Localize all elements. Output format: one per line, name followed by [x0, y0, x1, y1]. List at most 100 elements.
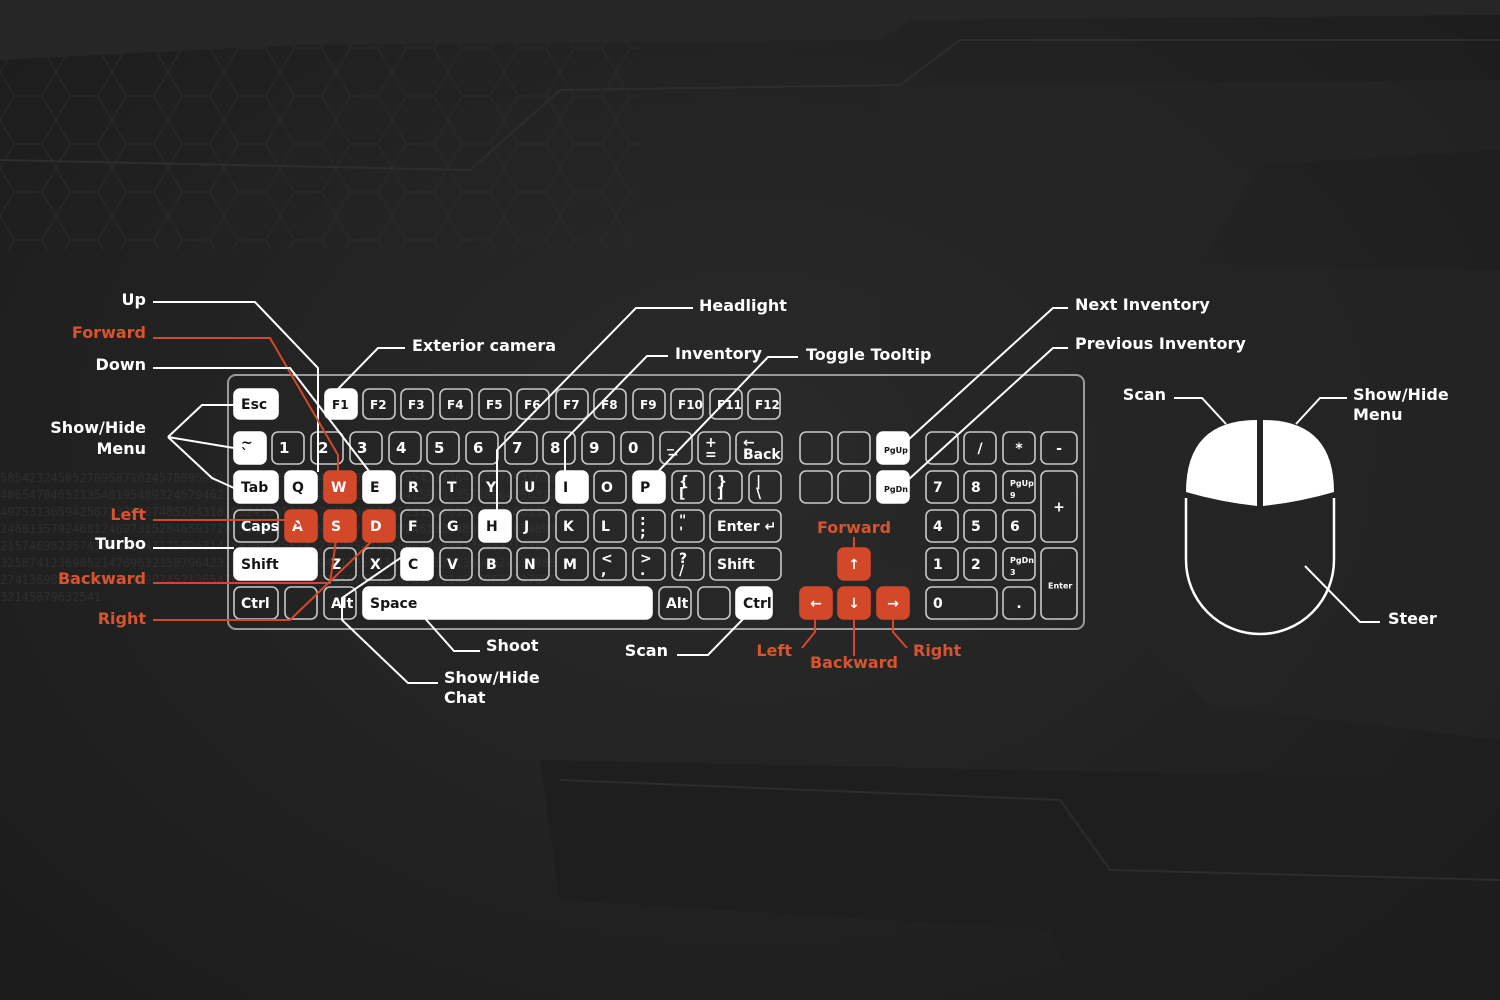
key-f6-label: F6 [524, 398, 541, 412]
key-digit-4[interactable]: 4 [389, 432, 421, 464]
key-win-left[interactable] [285, 587, 317, 619]
key-v[interactable]: V [440, 548, 472, 580]
key-ctrl-right[interactable]: Ctrl [736, 587, 772, 619]
label-up: Up [122, 290, 146, 309]
key-num-0-label: 0 [933, 596, 943, 612]
key-num-enter[interactable]: Enter [1041, 548, 1077, 619]
key-pgdn[interactable]: PgDn [877, 471, 909, 503]
key-u[interactable]: U [517, 471, 549, 503]
key-z[interactable]: Z [324, 548, 356, 580]
key-d[interactable]: D [363, 510, 395, 542]
key-tilde[interactable]: ~` [234, 432, 266, 464]
key-end[interactable] [838, 471, 870, 503]
key-j[interactable]: J [517, 510, 549, 542]
key-arrow-right[interactable]: → [877, 587, 909, 619]
key-semicolon[interactable]: :; [633, 510, 665, 542]
key-t[interactable]: T [440, 471, 472, 503]
key-home[interactable] [838, 432, 870, 464]
key-s[interactable]: S [324, 510, 356, 542]
key-f12[interactable]: F12 [748, 389, 780, 419]
key-n[interactable]: N [517, 548, 549, 580]
key-period[interactable]: >. [633, 548, 665, 580]
key-arrow-left[interactable]: ← [800, 587, 832, 619]
key-f1[interactable]: F1 [325, 389, 357, 419]
key-comma[interactable]: <, [594, 548, 626, 580]
key-num-plus[interactable]: + [1041, 471, 1077, 542]
key-num-5[interactable]: 5 [964, 510, 996, 542]
mouse-left-button[interactable] [1186, 420, 1257, 506]
key-esc[interactable]: Esc [234, 389, 278, 419]
key-minus[interactable]: _− [660, 432, 692, 464]
key-slash[interactable]: ?/ [672, 548, 704, 580]
key-f3[interactable]: F3 [401, 389, 433, 419]
mouse-right-button[interactable] [1263, 420, 1334, 506]
key-digit-9[interactable]: 9 [582, 432, 614, 464]
key-f[interactable]: F [401, 510, 433, 542]
key-f5[interactable]: F5 [479, 389, 511, 419]
key-delete[interactable] [800, 471, 832, 503]
key-i[interactable]: I [556, 471, 588, 503]
key-digit-5[interactable]: 5 [427, 432, 459, 464]
key-digit-3[interactable]: 3 [350, 432, 382, 464]
key-f9[interactable]: F9 [633, 389, 665, 419]
key-c[interactable]: C [401, 548, 433, 580]
key-num-6[interactable]: 6 [1003, 510, 1035, 542]
key-f4[interactable]: F4 [440, 389, 472, 419]
key-q[interactable]: Q [285, 471, 317, 503]
key-f7[interactable]: F7 [556, 389, 588, 419]
key-alt-right[interactable]: Alt [659, 587, 691, 619]
key-digit-6[interactable]: 6 [466, 432, 498, 464]
key-arrow-up[interactable]: ↑ [838, 548, 870, 580]
callout-scan [677, 617, 745, 655]
key-caps[interactable]: Caps [234, 510, 279, 542]
key-w[interactable]: W [324, 471, 356, 503]
key-num-7[interactable]: 7 [926, 471, 958, 503]
key-equals[interactable]: += [698, 432, 730, 464]
key-num-4[interactable]: 4 [926, 510, 958, 542]
key-insert[interactable] [800, 432, 832, 464]
key-f11[interactable]: F11 [710, 389, 742, 419]
key-num-8[interactable]: 8 [964, 471, 996, 503]
key-num-1[interactable]: 1 [926, 548, 958, 580]
key-num-slash[interactable]: / [964, 432, 996, 464]
key-space[interactable]: Space [363, 587, 652, 619]
key-ctrl-left[interactable]: Ctrl [234, 587, 278, 619]
key-h[interactable]: H [479, 510, 511, 542]
key-num-dot[interactable]: . [1003, 587, 1035, 619]
key-f10[interactable]: F10 [671, 389, 703, 419]
key-e[interactable]: E [363, 471, 395, 503]
key-num-minus[interactable]: - [1041, 432, 1077, 464]
key-digit-0[interactable]: 0 [621, 432, 653, 464]
key-m[interactable]: M [556, 548, 588, 580]
key-num-0[interactable]: 0 [926, 587, 997, 619]
key-shift-left[interactable]: Shift [234, 548, 317, 580]
key-win-right[interactable] [698, 587, 730, 619]
key-k[interactable]: K [556, 510, 588, 542]
key-bracket-left[interactable]: {[ [672, 471, 704, 503]
key-f2[interactable]: F2 [363, 389, 395, 419]
key-p[interactable]: P [633, 471, 665, 503]
key-digit-1[interactable]: 1 [272, 432, 304, 464]
key-tab[interactable]: Tab [234, 471, 278, 503]
key-digit-8[interactable]: 8 [543, 432, 575, 464]
key-tab-label: Tab [241, 480, 268, 496]
key-num-star[interactable]: * [1003, 432, 1035, 464]
key-b[interactable]: B [479, 548, 511, 580]
key-y[interactable]: Y [479, 471, 511, 503]
key-r[interactable]: R [401, 471, 433, 503]
key-o[interactable]: O [594, 471, 626, 503]
key-shift-right[interactable]: Shift [710, 548, 781, 580]
key-arrow-down[interactable]: ↓ [838, 587, 870, 619]
key-bracket-right[interactable]: }] [710, 471, 742, 503]
key-pgup[interactable]: PgUp [877, 432, 909, 464]
key-g[interactable]: G [440, 510, 472, 542]
key-backslash[interactable]: |\ [749, 471, 781, 503]
key-quote[interactable]: "' [672, 510, 704, 542]
key-a[interactable]: A [285, 510, 317, 542]
key-l[interactable]: L [594, 510, 626, 542]
key-num-2[interactable]: 2 [964, 548, 996, 580]
key-backspace[interactable]: ←Back [736, 432, 782, 464]
key-enter[interactable]: Enter ↵ [710, 510, 781, 542]
